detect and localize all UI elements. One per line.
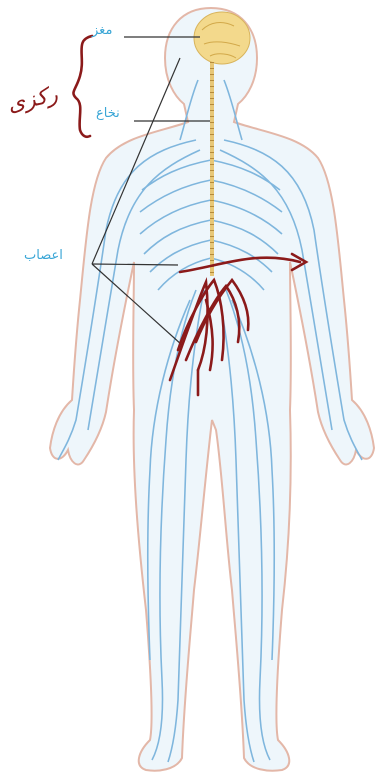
curly-brace <box>73 36 92 137</box>
label-brain: مغز <box>92 23 112 38</box>
label-spinal-cord: نخاع <box>96 106 120 121</box>
label-nerves: اعصاب <box>24 248 63 263</box>
brain <box>194 12 250 64</box>
